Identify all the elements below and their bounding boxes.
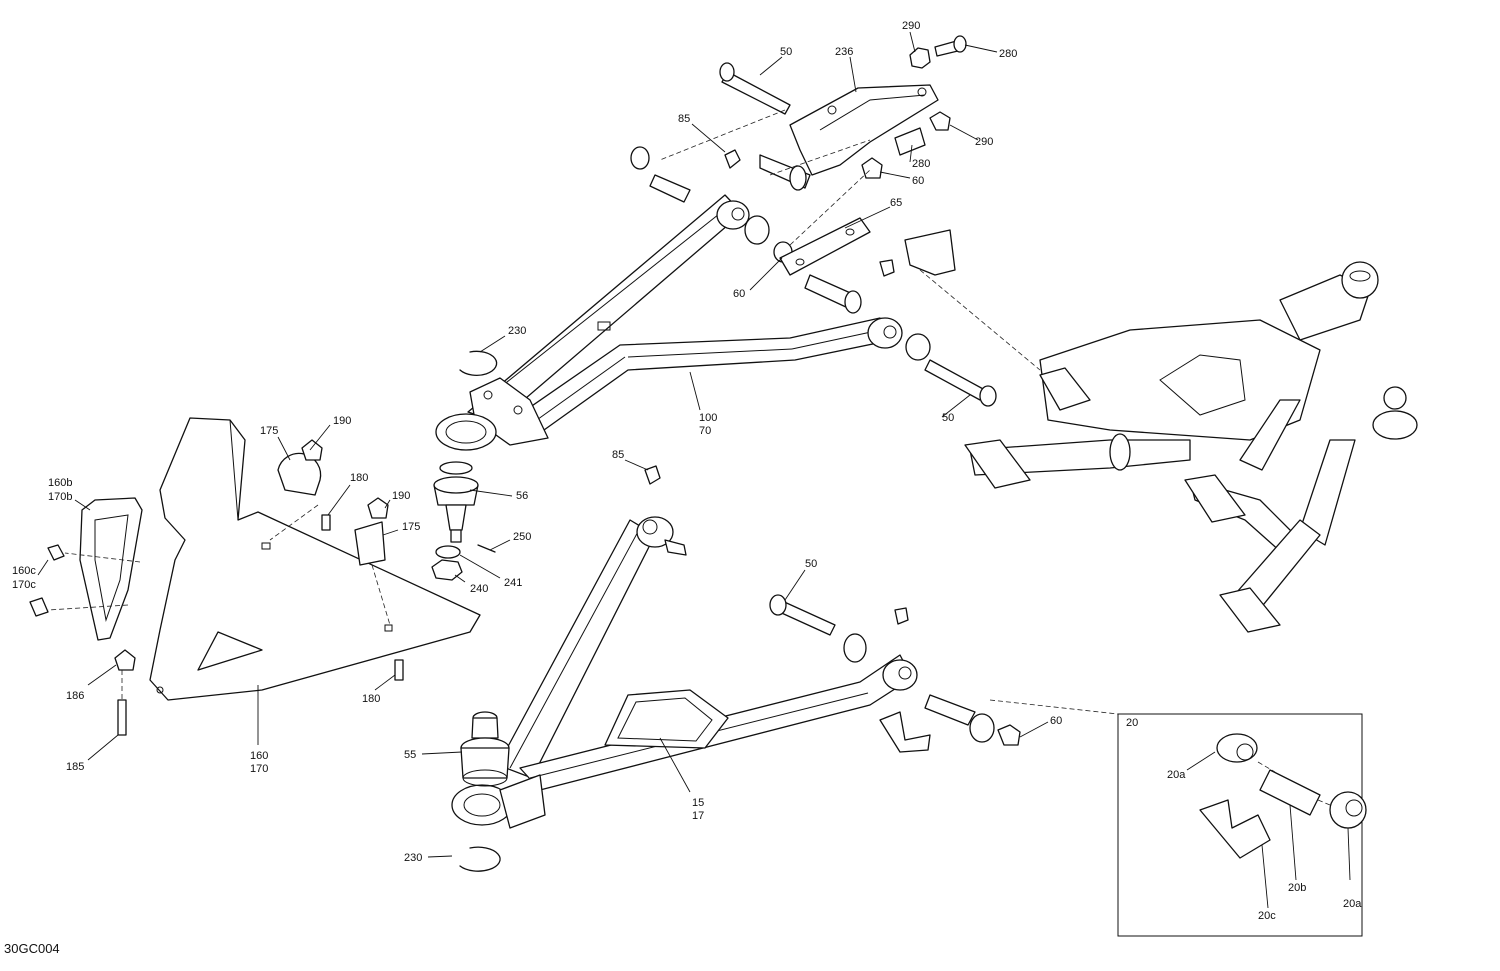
label-100: 100 (699, 412, 717, 424)
label-20b: 20b (1288, 882, 1306, 894)
label-290-mid: 290 (975, 136, 993, 148)
label-50-lower: 50 (805, 558, 817, 570)
label-170c: 170c (12, 579, 36, 591)
label-50-mid: 50 (942, 412, 954, 424)
label-17: 17 (692, 810, 704, 822)
label-20c: 20c (1258, 910, 1276, 922)
inset-bushing-kit-20 (1117, 713, 1367, 937)
bushing-lower-rear (969, 713, 995, 743)
upper-rear-bushings (804, 229, 956, 361)
washer-241 (435, 545, 461, 559)
figure-code: 30GC004 (4, 941, 60, 956)
frame-bracket-160 (149, 417, 481, 701)
nut-190-b (367, 497, 389, 519)
nut-240 (431, 559, 463, 581)
label-60-lower: 60 (1050, 715, 1062, 727)
bracket-65 (779, 217, 871, 276)
bracket-236 (789, 84, 939, 176)
label-65: 65 (890, 197, 902, 209)
nut-190-a (301, 439, 323, 461)
assembled-suspension (964, 261, 1418, 633)
grease-fitting-85-rear (894, 607, 909, 625)
label-60-top: 60 (912, 175, 924, 187)
washer-plates-lower (879, 711, 931, 753)
label-160: 160 (250, 750, 268, 762)
label-170: 170 (250, 763, 268, 775)
spacer-175 (354, 521, 386, 566)
label-85-top: 85 (678, 113, 690, 125)
label-20a-left: 20a (1167, 769, 1186, 781)
bolt-50-top (719, 62, 791, 115)
screw-180-b (394, 659, 404, 681)
screw-180-a (321, 514, 331, 531)
label-160b: 160b (48, 477, 72, 489)
label-175-mid: 175 (402, 521, 420, 533)
label-241: 241 (504, 577, 522, 589)
bolt-185 (117, 699, 127, 736)
label-250: 250 (513, 531, 531, 543)
label-55: 55 (404, 749, 416, 761)
guard-160b (79, 497, 143, 641)
circlip-230-lower (459, 846, 501, 872)
nut-290-top (909, 47, 931, 69)
pushpin-160c-b (29, 597, 49, 617)
bolt-50-lower (769, 594, 836, 636)
pushpin-160c-a (47, 544, 65, 561)
label-230-lower: 230 (404, 852, 422, 864)
leader-lines (37, 31, 1351, 909)
label-15: 15 (692, 797, 704, 809)
label-290-top: 290 (902, 20, 920, 32)
nut-60-lower (997, 724, 1021, 746)
grease-fitting-85-lower (644, 465, 661, 485)
lower-a-arm (451, 516, 918, 829)
label-190-top: 190 (333, 415, 351, 427)
bolt-280-mid (894, 127, 926, 156)
bolt-280-top (934, 35, 967, 57)
upper-a-arm (435, 194, 903, 451)
label-280-top: 280 (999, 48, 1017, 60)
label-175-top: 175 (260, 425, 278, 437)
label-50-top: 50 (780, 46, 792, 58)
label-190-mid: 190 (392, 490, 410, 502)
cotter-pin-250 (477, 544, 496, 553)
label-185: 185 (66, 761, 84, 773)
nut-60-top (861, 157, 883, 179)
nut-290-mid (929, 111, 951, 131)
label-186: 186 (66, 690, 84, 702)
label-240: 240 (470, 583, 488, 595)
nut-186 (114, 649, 136, 671)
label-236: 236 (835, 46, 853, 58)
label-60-mid: 60 (733, 288, 745, 300)
label-180-lower: 180 (362, 693, 380, 705)
bushing-lower-front (843, 633, 867, 663)
label-70: 70 (699, 425, 711, 437)
ball-joint-56 (433, 461, 479, 543)
part-labels: 50 236 290 280 85 290 280 60 65 60 230 1… (4, 20, 1362, 956)
label-20-inset: 20 (1126, 717, 1138, 729)
label-170b: 170b (48, 491, 72, 503)
label-160c: 160c (12, 565, 36, 577)
circlip-230-upper (459, 350, 498, 376)
label-56: 56 (516, 490, 528, 502)
bolt-50-mid (924, 359, 997, 407)
sleeve-lower-rear (924, 694, 976, 726)
label-180-top: 180 (350, 472, 368, 484)
ball-joint-55 (460, 711, 510, 787)
grease-fitting-85-top (724, 149, 741, 169)
assembly-lines (47, 109, 1119, 715)
label-230-top: 230 (508, 325, 526, 337)
grease-fitting-85-mid (879, 259, 895, 277)
label-20a-right: 20a (1343, 898, 1362, 910)
label-85-lower: 85 (612, 449, 624, 461)
label-280-mid: 280 (912, 158, 930, 170)
